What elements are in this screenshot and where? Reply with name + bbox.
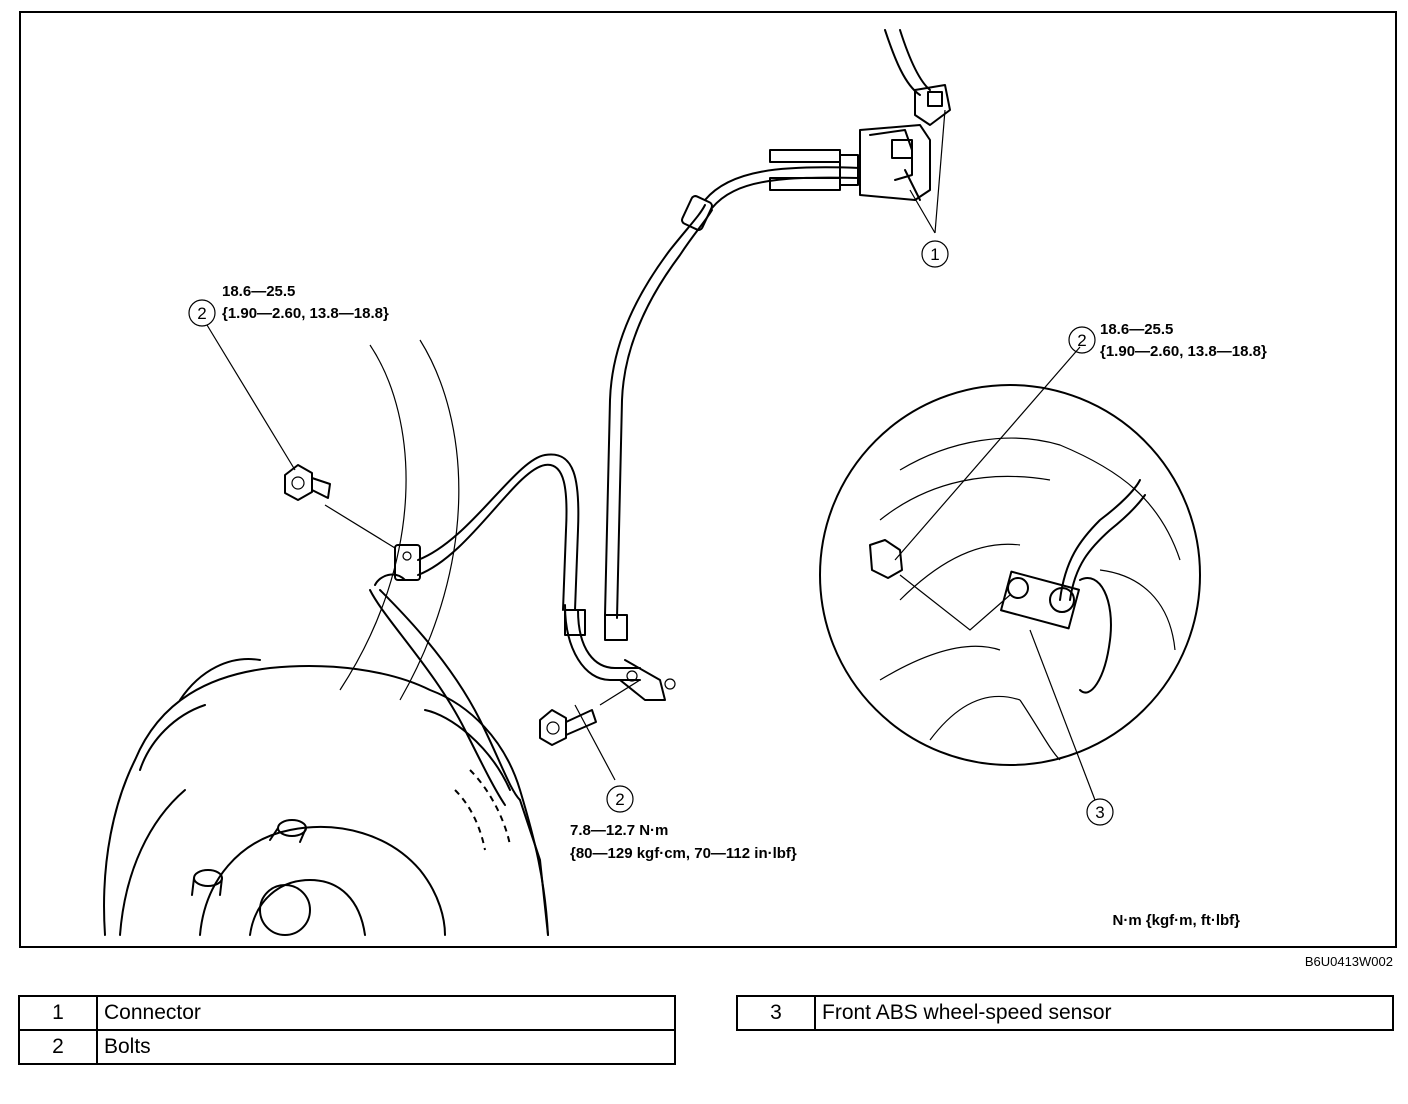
legend-label: Connector [96, 995, 676, 1031]
table-row: 2 Bolts [18, 1029, 676, 1065]
torque-left-line2: {1.90—2.60, 13.8—18.8} [222, 305, 389, 322]
sensor-harness [369, 29, 951, 806]
torque-bottom-line1: 7.8—12.7 N·m [570, 822, 668, 839]
legend-number: 3 [736, 995, 816, 1031]
legend-number: 1 [18, 995, 98, 1031]
callout-number-3: 3 [1095, 803, 1104, 822]
callout-circle-3 [1086, 798, 1114, 826]
legend-label: Bolts [96, 1029, 676, 1065]
callout-number-2-bottom: 2 [615, 790, 624, 809]
diagram-frame [19, 11, 1397, 948]
bolt-left [284, 464, 331, 501]
callout-circle-2-bottom [606, 785, 634, 813]
callout-circle-2-left [188, 299, 216, 327]
torque-left-line1: 18.6—25.5 [222, 283, 295, 300]
bolt-bottom [539, 709, 597, 746]
torque-right-line2: {1.90—2.60, 13.8—18.8} [1100, 343, 1267, 360]
legend-table-right: 3 Front ABS wheel-speed sensor [736, 995, 1394, 1031]
callout-number-2-left: 2 [197, 304, 206, 323]
table-row: 3 Front ABS wheel-speed sensor [736, 995, 1394, 1031]
callout-circle-1 [921, 240, 949, 268]
callout-number-1: 1 [930, 245, 939, 264]
legend-table-left: 1 Connector 2 Bolts [18, 995, 676, 1065]
figure-code: B6U0413W002 [1305, 954, 1393, 969]
units-note: N·m {kgf·m, ft·lbf} [1113, 912, 1241, 929]
torque-right-line1: 18.6—25.5 [1100, 321, 1173, 338]
callout-circle-2-right [1068, 326, 1096, 354]
wheel-hub-illustration [103, 339, 549, 936]
legend-label: Front ABS wheel-speed sensor [814, 995, 1394, 1031]
table-row: 1 Connector [18, 995, 676, 1031]
torque-bottom-line2: {80—129 kgf·cm, 70—112 in·lbf} [570, 845, 797, 862]
legend-number: 2 [18, 1029, 98, 1065]
callout-number-2-right: 2 [1077, 331, 1086, 350]
leader-lines [206, 109, 1096, 801]
detail-inset [819, 384, 1201, 766]
